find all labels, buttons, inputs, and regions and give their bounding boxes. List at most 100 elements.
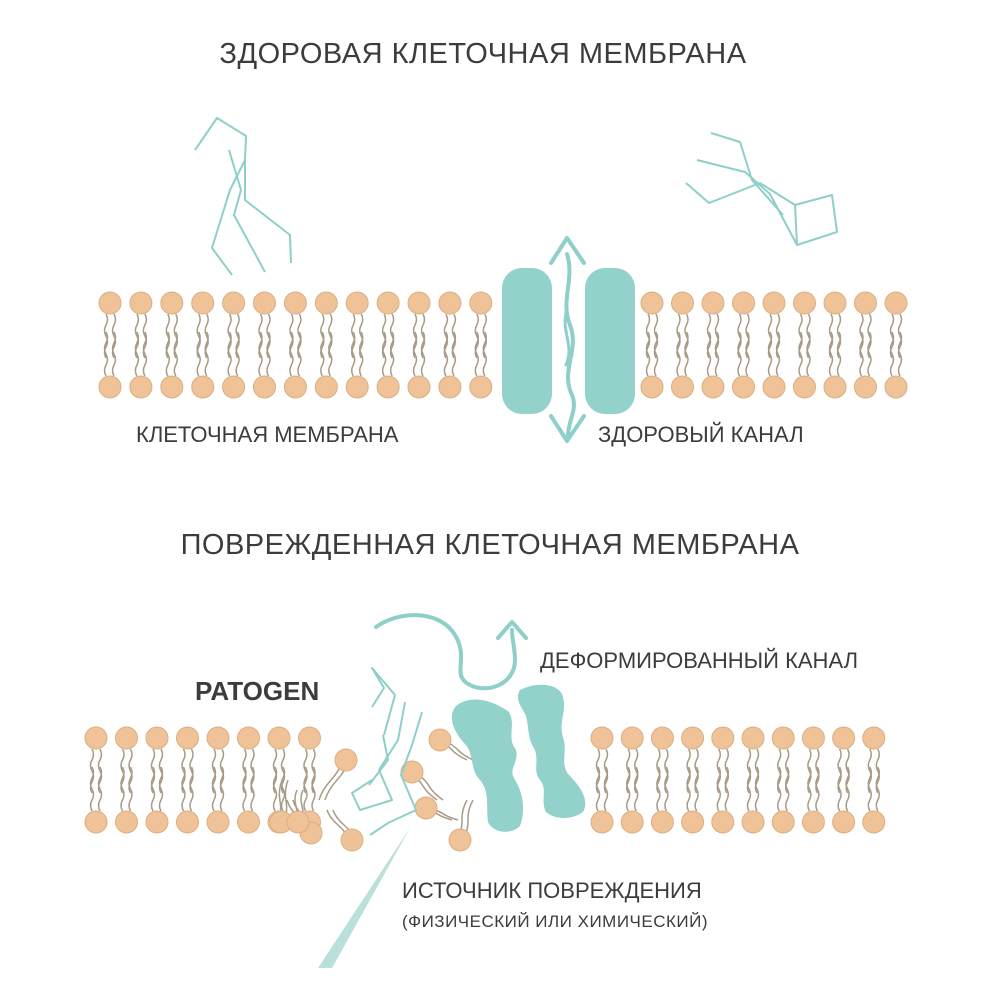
lipid-tail [806,331,811,377]
lipid-tail [474,331,480,377]
lipid-head [160,291,184,315]
phospholipid-pair [376,291,400,399]
lipid-head [681,726,705,750]
deformed-channel-protein-right [517,684,586,818]
phospholipid-pair [620,726,644,834]
scattered-phospholipid [286,789,310,834]
lipid-head [854,291,877,315]
pathogen-molecule [351,667,423,836]
scattered-phospholipid [269,779,293,834]
lipid-head [671,291,694,315]
phospholipid-pair [129,291,153,399]
lipid-tail [897,331,903,377]
lipid-tail [676,331,681,377]
phospholipid-pair [438,291,462,399]
lipid-head [428,728,452,752]
lipid-tail [875,766,881,812]
lipid-head [115,810,138,834]
lipid-tail [381,331,387,377]
pathogen-molecule-right [685,132,838,246]
lipid-head [160,375,184,399]
lipid-head [884,375,908,399]
lipid-head [84,810,108,834]
damage-source-detail-label: (ФИЗИЧЕСКИЙ ИЛИ ХИМИЧЕСКИЙ) [402,912,708,931]
lipid-head [438,375,462,399]
lipid-head [129,291,153,315]
lipid-head [237,810,260,834]
phospholipid-pair [145,726,169,834]
lipid-head [681,810,705,834]
lipid-head [620,726,644,750]
lipid-head [832,726,856,750]
phospholipid-pair [115,726,138,834]
lipid-head [314,375,338,399]
lipid-head [345,375,369,399]
lipid-tail [181,766,186,812]
lipid-head [414,796,438,820]
phospholipid-pair [823,291,847,399]
lipid-head [701,291,725,315]
lipid-tail [311,766,316,812]
lipid-tail [656,766,661,812]
lipid-head [438,291,462,315]
lipid-head [253,375,276,399]
lipid-tail [653,331,659,377]
lipid-head [267,726,291,750]
lipid-tail [389,331,395,377]
lipid-tail [358,331,364,377]
phospholipid-pair [854,291,877,399]
lipid-tail [807,766,812,812]
lipid-tail [724,766,730,812]
lipid-head [345,291,369,315]
lipid-tail [714,331,720,377]
lipid-tail [754,766,760,812]
lipid-tail [250,766,255,812]
lipid-tail [664,766,669,812]
lipid-tail [211,766,217,812]
lipid-tail [297,331,302,377]
lipid-tail [227,331,232,377]
lipid-head [741,726,765,750]
lipid-head [115,726,138,750]
healthy-channel-label: ЗДОРОВЫЙ КАНАЛ [598,422,804,447]
lipid-head [222,375,246,399]
lipid-head [376,375,400,399]
lipid-head [862,810,886,834]
lipid-tail [150,766,156,812]
phospholipid-pair [345,291,369,399]
phospholipid-pair [237,726,260,834]
lipid-head [298,726,321,750]
lipid-tail [280,766,286,812]
lipid-head [145,726,169,750]
phospholipid-pair [832,726,856,834]
lipid-tail [767,331,773,377]
phospholipid-pair [222,291,246,399]
lipid-tail [189,766,194,812]
lipid-head [793,291,816,315]
lipid-tail [694,766,699,812]
lipid-head [640,291,664,315]
phospholipid-pair [206,726,230,834]
phospholipid-pair [98,291,122,399]
damage-source-wedge [318,828,410,968]
phospholipid-pair [469,291,493,399]
lipid-tail [303,766,308,812]
phospholipid-pair [793,291,816,399]
phospholipid-pair [711,726,735,834]
phospholipid-pair [176,726,199,834]
phospholipid-pair [640,291,664,399]
lipid-head [801,726,825,750]
lipid-tail [289,331,294,377]
lipid-tail [746,766,752,812]
lipid-tail [89,766,95,812]
lipid-head [206,810,230,834]
lipid-head [771,810,795,834]
scattered-phospholipid [448,799,474,852]
lipid-tail [776,766,782,812]
lipid-head [176,726,199,750]
lipid-tail [716,766,722,812]
lipid-tail [828,331,834,377]
phospholipid-pair [253,291,276,399]
lipid-head [771,726,795,750]
lipid-tail [165,331,171,377]
